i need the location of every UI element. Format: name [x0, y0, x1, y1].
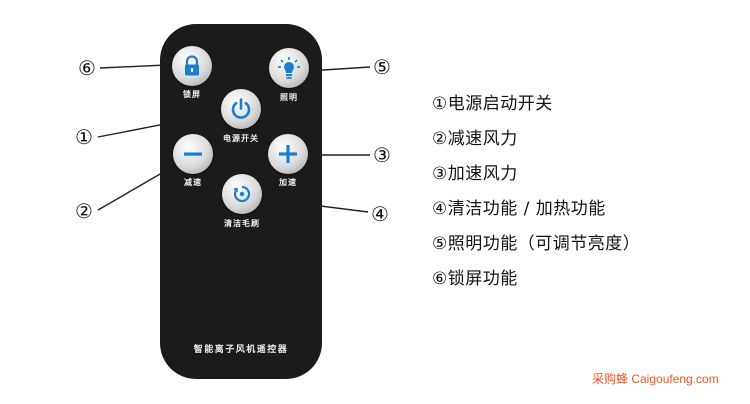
rotate-icon	[233, 185, 251, 203]
minus-button[interactable]	[173, 134, 213, 174]
minus-icon	[184, 152, 202, 156]
remote-model-title: 智能离子风机遥控器	[193, 345, 289, 355]
marker-1: ①	[75, 125, 93, 149]
light-button[interactable]	[269, 48, 309, 88]
minus-button-label: 减速	[184, 178, 202, 187]
plus-button[interactable]	[268, 134, 308, 174]
marker-4: ④	[371, 202, 389, 226]
marker-3: ③	[373, 143, 391, 167]
legend-item-light: ⑤照明功能（可调节亮度）	[432, 234, 641, 254]
plus-icon	[279, 145, 297, 163]
plus-button-label: 加速	[279, 178, 297, 187]
legend-item-slow: ②减速风力	[432, 129, 518, 149]
remote-control: 锁屏 照明 电源开关 减速	[160, 24, 322, 379]
clean-brush-button[interactable]	[222, 174, 262, 214]
marker-5: ⑤	[373, 55, 391, 79]
legend-item-power: ①电源启动开关	[432, 94, 553, 114]
marker-6: ⑥	[78, 56, 96, 80]
lightbulb-icon	[278, 57, 300, 79]
light-button-label: 照明	[280, 93, 298, 102]
function-legend: ①电源启动开关 ②减速风力 ③加速风力 ④清洁功能 / 加热功能 ⑤照明功能（可…	[432, 92, 640, 302]
lock-button-label: 锁屏	[183, 90, 201, 99]
legend-item-fast: ③加速风力	[432, 164, 518, 184]
clean-brush-button-label: 清洁毛刷	[224, 219, 260, 228]
watermark: 采购蜂 Caigoufeng.com	[592, 372, 719, 386]
power-button[interactable]	[221, 89, 261, 129]
lock-button[interactable]	[172, 46, 212, 86]
legend-item-lock: ⑥锁屏功能	[432, 269, 518, 289]
legend-item-clean-heat: ④清洁功能 / 加热功能	[432, 199, 606, 219]
power-button-label: 电源开关	[223, 134, 259, 143]
power-icon	[231, 98, 251, 119]
marker-2: ②	[75, 199, 93, 223]
lock-icon	[185, 55, 199, 76]
